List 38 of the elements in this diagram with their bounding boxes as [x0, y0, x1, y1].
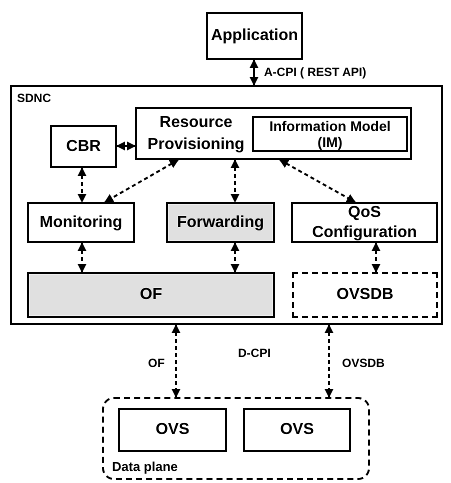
- module-label: CBR: [66, 136, 101, 156]
- module-label: Monitoring: [40, 212, 122, 232]
- submodule-box: [252, 116, 408, 152]
- module-label: Information Model (IM): [268, 118, 392, 150]
- module-label: OVS: [156, 420, 190, 440]
- arrow: [250, 59, 258, 86]
- arrow: [78, 167, 86, 203]
- arrow: [372, 242, 380, 273]
- application-box: [206, 12, 303, 60]
- module-label: Resource Provisioning: [146, 113, 246, 155]
- module-box: [291, 202, 438, 243]
- data-plane-group: [102, 397, 370, 480]
- switch-box: [118, 408, 227, 452]
- arrow: [116, 142, 136, 150]
- module-label: OVS: [280, 420, 314, 440]
- module-box: [27, 202, 135, 243]
- module-label: OF: [140, 285, 162, 305]
- module-box: [50, 125, 117, 168]
- switch-box: [243, 408, 351, 452]
- arrow: [104, 159, 179, 203]
- arrow: [230, 242, 240, 273]
- module-label: Application: [210, 26, 298, 46]
- arrow: [279, 159, 356, 203]
- arrow: [172, 324, 180, 398]
- group-title: Data plane: [112, 458, 178, 476]
- interface-label: D-CPI: [238, 345, 271, 362]
- module-label: QoS Configuration: [311, 202, 418, 242]
- panel-title: SDNC: [17, 90, 52, 107]
- module-label: OVSDB: [336, 285, 394, 305]
- module-label: Forwarding: [176, 212, 264, 232]
- module-box: [135, 107, 412, 160]
- arrow: [230, 159, 240, 203]
- protocol-box: [27, 272, 275, 318]
- arrow: [324, 324, 334, 398]
- controller-panel: [10, 85, 443, 325]
- arrow: [78, 242, 86, 273]
- module-box: [166, 202, 275, 243]
- protocol-box: [292, 272, 438, 318]
